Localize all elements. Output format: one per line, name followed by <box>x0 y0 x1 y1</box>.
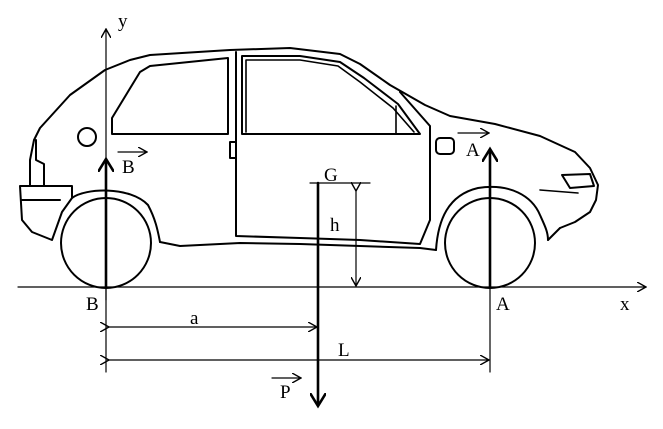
y-axis-label: y <box>118 11 128 32</box>
center-g-label: G <box>324 165 338 186</box>
car-body <box>19 47 599 251</box>
x-axis-label: x <box>620 294 630 315</box>
distance-a-label: a <box>190 308 199 329</box>
point-b-label: B <box>86 294 99 315</box>
side-mirror <box>435 137 455 155</box>
point-a-label: A <box>496 294 510 315</box>
distance-l-label: L <box>338 340 350 361</box>
force-a-label: A <box>466 140 480 161</box>
car-windows <box>111 55 421 135</box>
car-door <box>229 51 431 245</box>
fuel-cap <box>77 127 97 147</box>
weight-p-label: P <box>280 382 291 403</box>
height-h-label: h <box>330 215 340 236</box>
force-b-label: B <box>122 157 135 178</box>
